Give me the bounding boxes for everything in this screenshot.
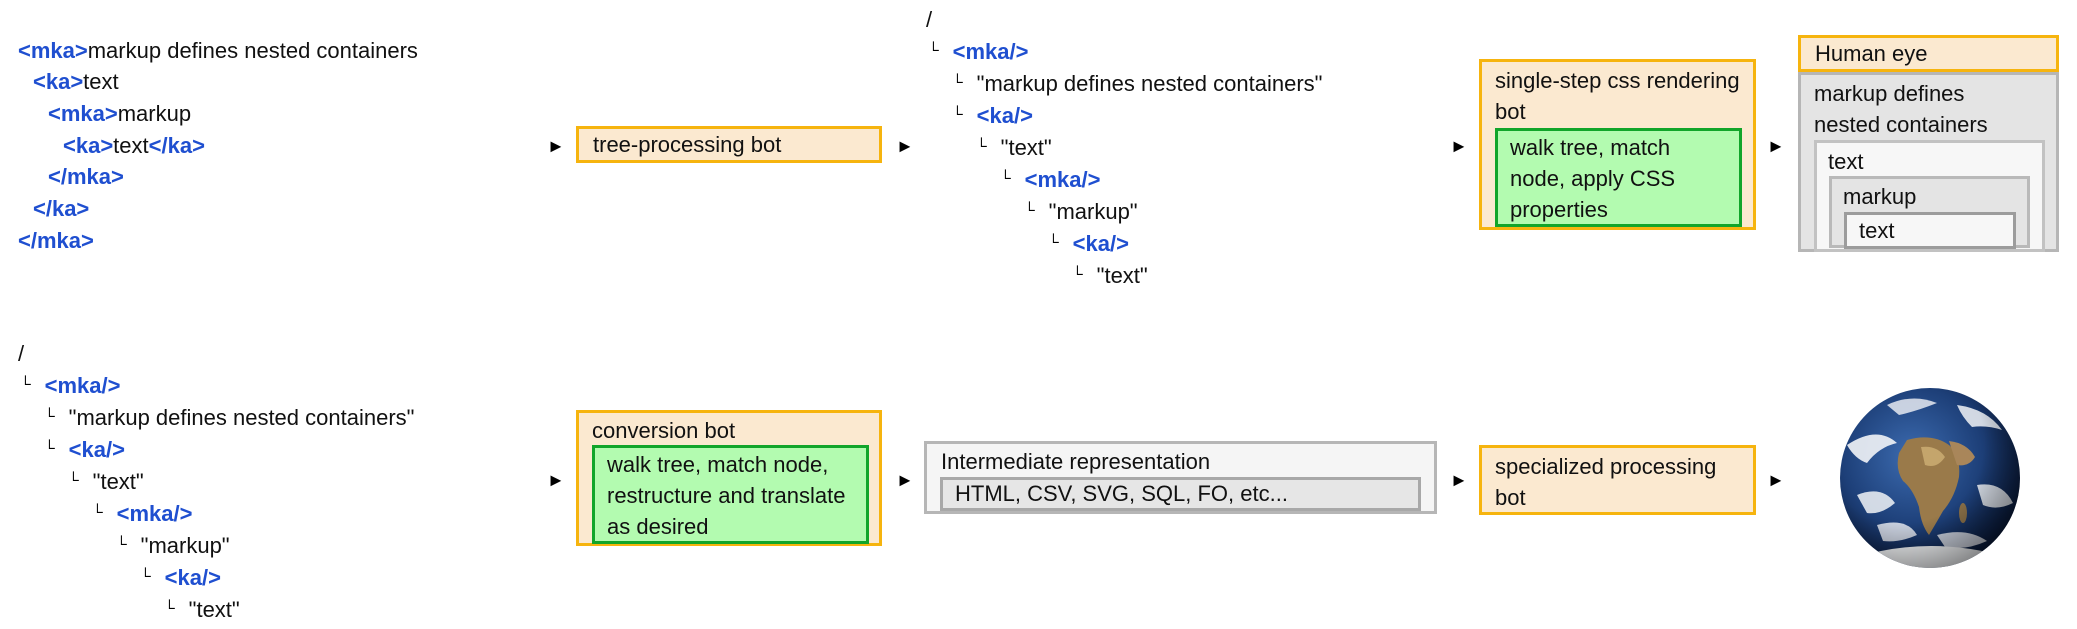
tree-node: └ "text" [164,594,240,629]
conversion-bot: conversion bot walk tree, match node, re… [576,410,882,546]
markup-tag: </ka> [33,196,90,221]
tree-node: └ "markup" [116,530,230,565]
tree-corner: └ [952,106,963,123]
tree-node-label: <mka/> [44,373,121,398]
tree-corner: └ [20,376,31,393]
tree-node: └ "text" [1072,260,1148,295]
tree-node: └ "text" [976,132,1052,167]
specialized-processing-bot: specialized processing bot [1479,445,1756,515]
markup-line: <ka>text</ka> [63,130,205,162]
tree-corner: └ [92,504,103,521]
tree-corner: └ [44,440,55,457]
tree-node-label: <ka/> [164,565,221,590]
tree-node: └ <mka/> [1000,164,1100,199]
arrow-icon: ► [547,470,565,490]
tree-corner: └ [116,536,127,553]
tree-node: └ "text" [68,466,144,501]
tree-node-label: "text" [1096,263,1148,288]
css-rendering-bot: single-step css rendering bot walk tree,… [1479,59,1756,230]
tree-node: └ <ka/> [952,100,1033,135]
markup-line: </ka> [33,193,89,225]
tree-node-label: <ka/> [68,437,125,462]
tree-node-label: <mka/> [952,39,1029,64]
tree-node: └ "markup" [1024,196,1138,231]
tree-node-label: "markup" [1048,199,1138,224]
markup-text: text [83,69,119,94]
tree-corner: └ [976,138,987,155]
tree-node-label: "markup defines nested containers" [976,71,1323,96]
tree-corner: └ [1048,234,1059,251]
tree-node-label: "markup defines nested containers" [68,405,415,430]
markup-line: </mka> [18,225,94,257]
markup-line: </mka> [48,161,124,193]
arrow-icon: ► [547,136,565,156]
intermediate-formats: HTML, CSV, SVG, SQL, FO, etc... [940,477,1421,511]
arrow-icon: ► [896,136,914,156]
markup-tag: <ka> [63,133,114,158]
markup-text: markup defines nested containers [87,38,418,63]
conversion-bot-title: conversion bot [592,418,736,443]
rendered-outer-text: markup defines nested containers [1814,81,1988,137]
tree-node: └ <mka/> [92,498,192,533]
css-rendering-bot-title: single-step css rendering bot [1495,68,1740,124]
tree-node: └ <mka/> [20,370,120,405]
rendered-level3: text [1844,212,2016,249]
arrow-icon: ► [1450,136,1468,156]
markup-tag: </mka> [18,228,94,253]
tree-node-label: <ka/> [976,103,1033,128]
tree-corner: └ [1072,266,1083,283]
rendered-level3-text: text [1859,218,1895,243]
tree-corner: └ [68,472,79,489]
rendered-level1-text: text [1828,149,1864,174]
rendered-level2: markup text [1829,176,2030,249]
tree-corner: └ [44,408,55,425]
tree-node-label: <mka/> [116,501,193,526]
tree-node: └ <ka/> [140,562,221,597]
tree-corner: └ [1000,170,1011,187]
tree-node-label: <mka/> [1024,167,1101,192]
intermediate-title: Intermediate representation [941,449,1211,474]
conversion-bot-steps: walk tree, match node, restructure and t… [592,445,869,544]
markup-tag: <mka> [18,38,88,63]
rendered-level1: text markup text [1814,140,2045,252]
markup-line: <mka>markup defines nested containers [18,35,418,67]
tree-node: └ <ka/> [1048,228,1129,263]
rendered-view: markup defines nested containers text ma… [1798,72,2059,252]
tree-node-label: "text" [188,597,240,622]
human-eye-box: Human eye [1798,35,2059,72]
specialized-bot-label: specialized processing bot [1495,454,1717,510]
arrow-icon: ► [896,470,914,490]
markup-tag: <mka> [48,101,118,126]
markup-text: text [113,133,149,158]
markup-text: markup [117,101,192,126]
tree-node-label: "markup" [140,533,230,558]
tree-node-label: "text" [1000,135,1052,160]
tree-corner: └ [1024,202,1035,219]
tree-corner: └ [952,74,963,91]
markup-line: <ka>text [33,66,119,98]
tree-corner: └ [164,600,175,617]
markup-tag: </ka> [148,133,205,158]
earth-globe-icon [1840,388,2020,568]
tree-node: └ <mka/> [928,36,1028,71]
markup-tag: </mka> [48,164,124,189]
markup-tag: <ka> [33,69,84,94]
tree-node: └ <ka/> [44,434,125,469]
arrow-icon: ► [1450,470,1468,490]
tree-corner: └ [140,568,151,585]
arrow-icon: ► [1767,470,1785,490]
markup-line: <mka>markup [48,98,191,130]
intermediate-representation: Intermediate representation HTML, CSV, S… [924,441,1437,514]
tree-root: / [926,7,933,32]
tree-node-label: <ka/> [1072,231,1129,256]
tree-node: └ "markup defines nested containers" [44,402,414,437]
rendered-level2-text: markup [1843,184,1917,209]
tree-node-label: "text" [92,469,144,494]
tree-corner: └ [928,42,939,59]
css-rendering-bot-steps: walk tree, match node, apply CSS propert… [1495,128,1742,227]
tree-processing-bot: tree-processing bot [576,126,882,163]
tree-node: └ "markup defines nested containers" [952,68,1322,103]
arrow-icon: ► [1767,136,1785,156]
tree-root: / [18,341,25,366]
